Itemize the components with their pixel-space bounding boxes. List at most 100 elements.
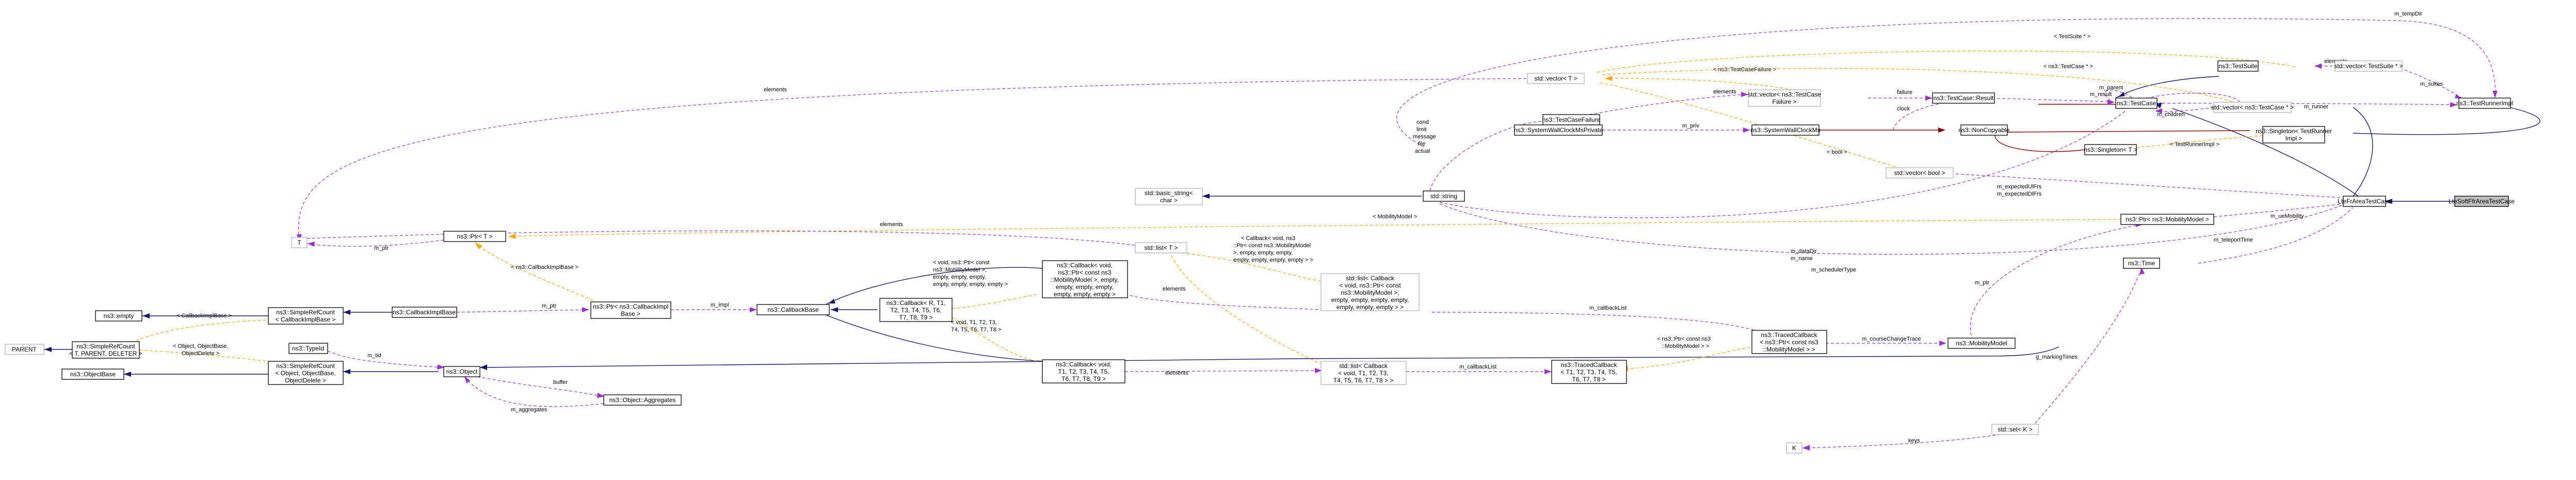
label-clock: clock (1897, 106, 1910, 112)
node-traced-callback-t-label-3: T6, T7, T8 > (1572, 376, 1605, 383)
node-callback-void-mob-label-3: ::MobilityModel >, empty, (1051, 276, 1119, 283)
label-void-t-2: T4, T5, T6, T7, T8 > (951, 327, 1001, 333)
arrowhead (475, 243, 482, 249)
node-vector-bool-label: std::vector< bool > (1894, 169, 1945, 177)
arrowhead (343, 310, 350, 315)
node-std-string[interactable] (1423, 190, 1465, 202)
node-singleton-t[interactable] (2084, 144, 2137, 155)
node-vector-failure[interactable] (1748, 89, 1821, 107)
label-m-schedulertype: m_schedulerType (1811, 267, 1856, 273)
node-mobility-model[interactable] (1947, 338, 2016, 349)
node-callback-void-mob-label-1: ns3::Callback< void, (1057, 262, 1113, 269)
label-m-uemobility: m_ueMobility (2271, 213, 2304, 219)
arrowhead (831, 307, 838, 312)
node-vector-test-case-label: std::vector< ns3::TestCase * > (2211, 104, 2294, 111)
node-empty[interactable] (95, 310, 142, 322)
label-buffer: buffer (553, 379, 568, 386)
node-k-label: K (1792, 444, 1796, 452)
template-edge-testcase-ptr (1602, 68, 2235, 103)
arrowhead (1802, 445, 1810, 451)
node-list-callback-mob[interactable] (1321, 273, 1420, 311)
node-object-aggregates[interactable] (603, 394, 682, 406)
node-basic-string-label-2: char > (1160, 197, 1178, 204)
node-system-wall-clock-private[interactable] (1514, 124, 1603, 136)
node-system-wall-clock-label: ns3::SystemWallClockMs (1751, 126, 1821, 134)
label-mobility-model: < MobilityModel > (1373, 214, 1417, 220)
label-file: file (1418, 141, 1425, 147)
arrowhead (1741, 92, 1748, 97)
node-vector-failure-label-1: std::vector< ns3::TestCase (1748, 91, 1821, 98)
edge-elements-failure (1589, 94, 1747, 115)
label-m-impl: m_impl (711, 302, 729, 308)
template-edge-cb-mob (952, 294, 1038, 309)
edge-g-markingtimes (2030, 268, 2142, 429)
inherit-edge-callback-mob (825, 267, 1043, 305)
node-test-runner-impl[interactable] (2458, 98, 2511, 109)
node-callback-void-mob-label-4: empty, empty, empty, (1056, 283, 1114, 291)
arrowhead (2107, 100, 2115, 105)
edge-elements-cb-mob (1124, 294, 1322, 310)
node-object[interactable] (443, 366, 480, 377)
node-object-base-label: ns3::ObjectBase (70, 371, 116, 378)
node-ptr-t[interactable] (443, 231, 506, 242)
node-type-id[interactable] (288, 343, 328, 354)
edge-m-schedulertype (1439, 203, 2343, 255)
node-callback-r[interactable] (879, 298, 953, 322)
arrowhead (582, 307, 589, 312)
node-simple-ref-callback[interactable] (268, 307, 344, 325)
node-list-callback-mob-label-1: std::list< Callback (1346, 275, 1395, 282)
node-ptr-callback-impl[interactable] (590, 301, 671, 319)
edge-m-uemobility (2213, 203, 2343, 217)
label-object-2: ObjectDelete > (182, 350, 219, 357)
node-singleton-runner[interactable] (2262, 126, 2325, 143)
node-simple-ref-callback-label-1: ns3::SimpleRefCount (276, 309, 335, 316)
node-time-label: ns3::Time (2128, 260, 2155, 267)
node-callback-void-mob[interactable] (1042, 260, 1128, 298)
node-std-set-k[interactable] (1991, 424, 2039, 435)
node-vector-t[interactable] (1527, 73, 1585, 84)
edge-m-children (2156, 107, 2214, 112)
node-k[interactable] (1786, 442, 1802, 454)
node-test-case-failure-label: ns3::TestCaseFailure (1542, 116, 1601, 123)
node-test-case-result[interactable] (1932, 92, 1995, 104)
node-t[interactable] (291, 237, 308, 248)
label-cond: cond (1416, 119, 1429, 125)
node-callback-base[interactable] (756, 304, 830, 315)
node-simple-ref-object[interactable] (268, 361, 344, 385)
node-traced-callback-mob[interactable] (1751, 330, 1827, 354)
node-traced-callback-t[interactable] (1551, 360, 1627, 384)
label-cb-mob-4: empty, empty, empty, empty > > (1233, 257, 1313, 263)
label-elements-3: elements (764, 87, 787, 93)
node-callback-void-t[interactable] (1042, 359, 1125, 383)
node-vector-test-suite[interactable] (2335, 60, 2403, 72)
label-elements-2: elements (1713, 89, 1736, 95)
node-noncopyable[interactable] (1960, 124, 2008, 136)
node-callback-impl-base[interactable] (392, 307, 457, 318)
node-system-wall-clock[interactable] (1751, 124, 1820, 136)
node-lte-soft-ffr[interactable] (2454, 196, 2509, 207)
node-test-suite[interactable] (2217, 60, 2259, 72)
node-empty-label: ns3::empty (104, 312, 134, 319)
node-list-callback-t[interactable] (1321, 361, 1407, 385)
node-time[interactable] (2123, 258, 2160, 269)
node-object-aggregates-label: ns3::Object::Aggregates (609, 396, 676, 404)
node-basic-string[interactable] (1135, 188, 1203, 205)
inherit-edge-singleton-t (1994, 135, 2085, 152)
arrowhead (2492, 91, 2498, 98)
node-vector-test-case[interactable] (2213, 102, 2292, 113)
node-parent[interactable] (5, 344, 44, 355)
edge-m-name (1439, 110, 2127, 218)
node-lte-fr-area[interactable] (2343, 196, 2386, 207)
label-keys: keys (1908, 438, 1920, 444)
arrowhead (2139, 267, 2145, 275)
node-std-list-t[interactable] (1135, 242, 1187, 253)
node-simple-ref-parent[interactable] (72, 341, 140, 359)
node-object-base[interactable] (61, 369, 124, 380)
node-list-callback-mob-label-4: empty, empty, empty, empty, (1331, 296, 1409, 303)
node-ptr-mobility[interactable] (2120, 214, 2214, 225)
node-simple-ref-parent-label-2: < T, PARENT, DELETER > (69, 350, 142, 357)
node-test-case[interactable] (2115, 98, 2158, 109)
label-void-t-1: < void, T1, T2, T3, (951, 319, 997, 326)
arrowhead (1925, 95, 1933, 101)
node-vector-bool[interactable] (1886, 167, 1954, 179)
